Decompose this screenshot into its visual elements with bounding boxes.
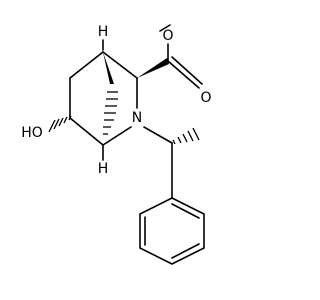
bond-n-ch	[143, 126, 173, 144]
bond-n-c1	[102, 126, 132, 146]
phenyl-ring	[139, 197, 205, 265]
chemical-structure: H O O N HO H	[21, 24, 212, 265]
hydrogen-label-top: H	[98, 24, 109, 40]
carbonyl-oxygen-label: O	[200, 90, 211, 106]
bond-carbonyl-2	[171, 56, 203, 85]
methyl-hash	[172, 127, 200, 145]
bond-c4-c3	[102, 51, 138, 79]
nitrogen-label: N	[132, 110, 142, 126]
ester-wedge	[137, 58, 169, 78]
bond-carbonyl-1	[167, 60, 200, 89]
hydroxyl-hash	[48, 115, 72, 133]
bridge-wedge	[103, 52, 114, 84]
ester-oxygen-label: O	[162, 28, 173, 44]
hydroxyl-label: HO	[21, 125, 43, 141]
bond-o-methyl	[159, 24, 171, 32]
hydrogen-label-bottom: H	[98, 161, 109, 177]
bond-c4-c5	[69, 51, 104, 79]
bridge-hash	[103, 91, 118, 135]
bond-c6-c1	[69, 117, 104, 146]
